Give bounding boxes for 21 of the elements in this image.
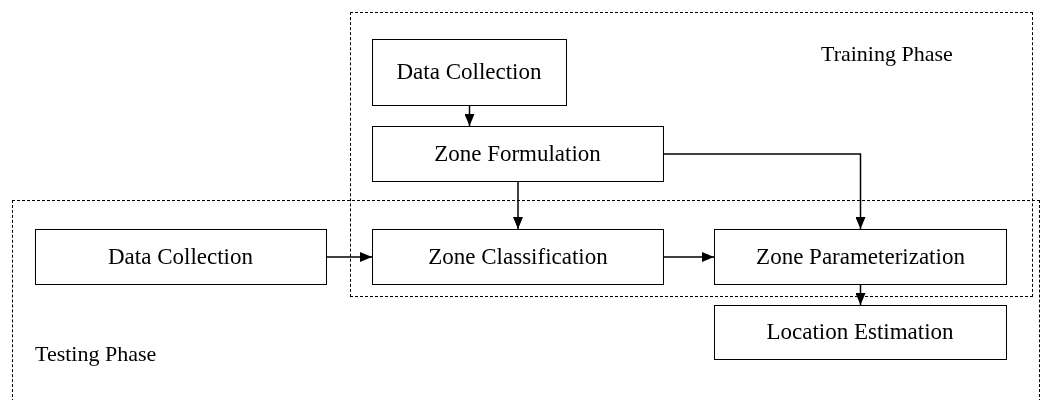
arrow [855, 284, 866, 306]
process-box [371, 38, 567, 106]
box-label: Data Collection [108, 243, 253, 270]
dashed-group-box [350, 12, 1033, 297]
process-box [371, 125, 664, 182]
process-box [34, 228, 327, 285]
group-title: Training Phase [821, 41, 953, 67]
arrow [326, 252, 373, 262]
arrow [663, 252, 715, 262]
arrow [663, 153, 866, 230]
box-label: Zone Parameterization [756, 244, 965, 270]
box-label: Location Estimation [766, 319, 954, 345]
process-box [714, 229, 1007, 285]
arrow [513, 181, 523, 230]
arrow [464, 105, 475, 127]
box-label: Zone Classification [428, 244, 608, 270]
group-title: Testing Phase [35, 341, 157, 367]
process-box [372, 229, 664, 285]
box-label: Data Collection [396, 59, 542, 85]
process-box [713, 304, 1007, 360]
box-label: Zone Formulation [434, 140, 601, 167]
